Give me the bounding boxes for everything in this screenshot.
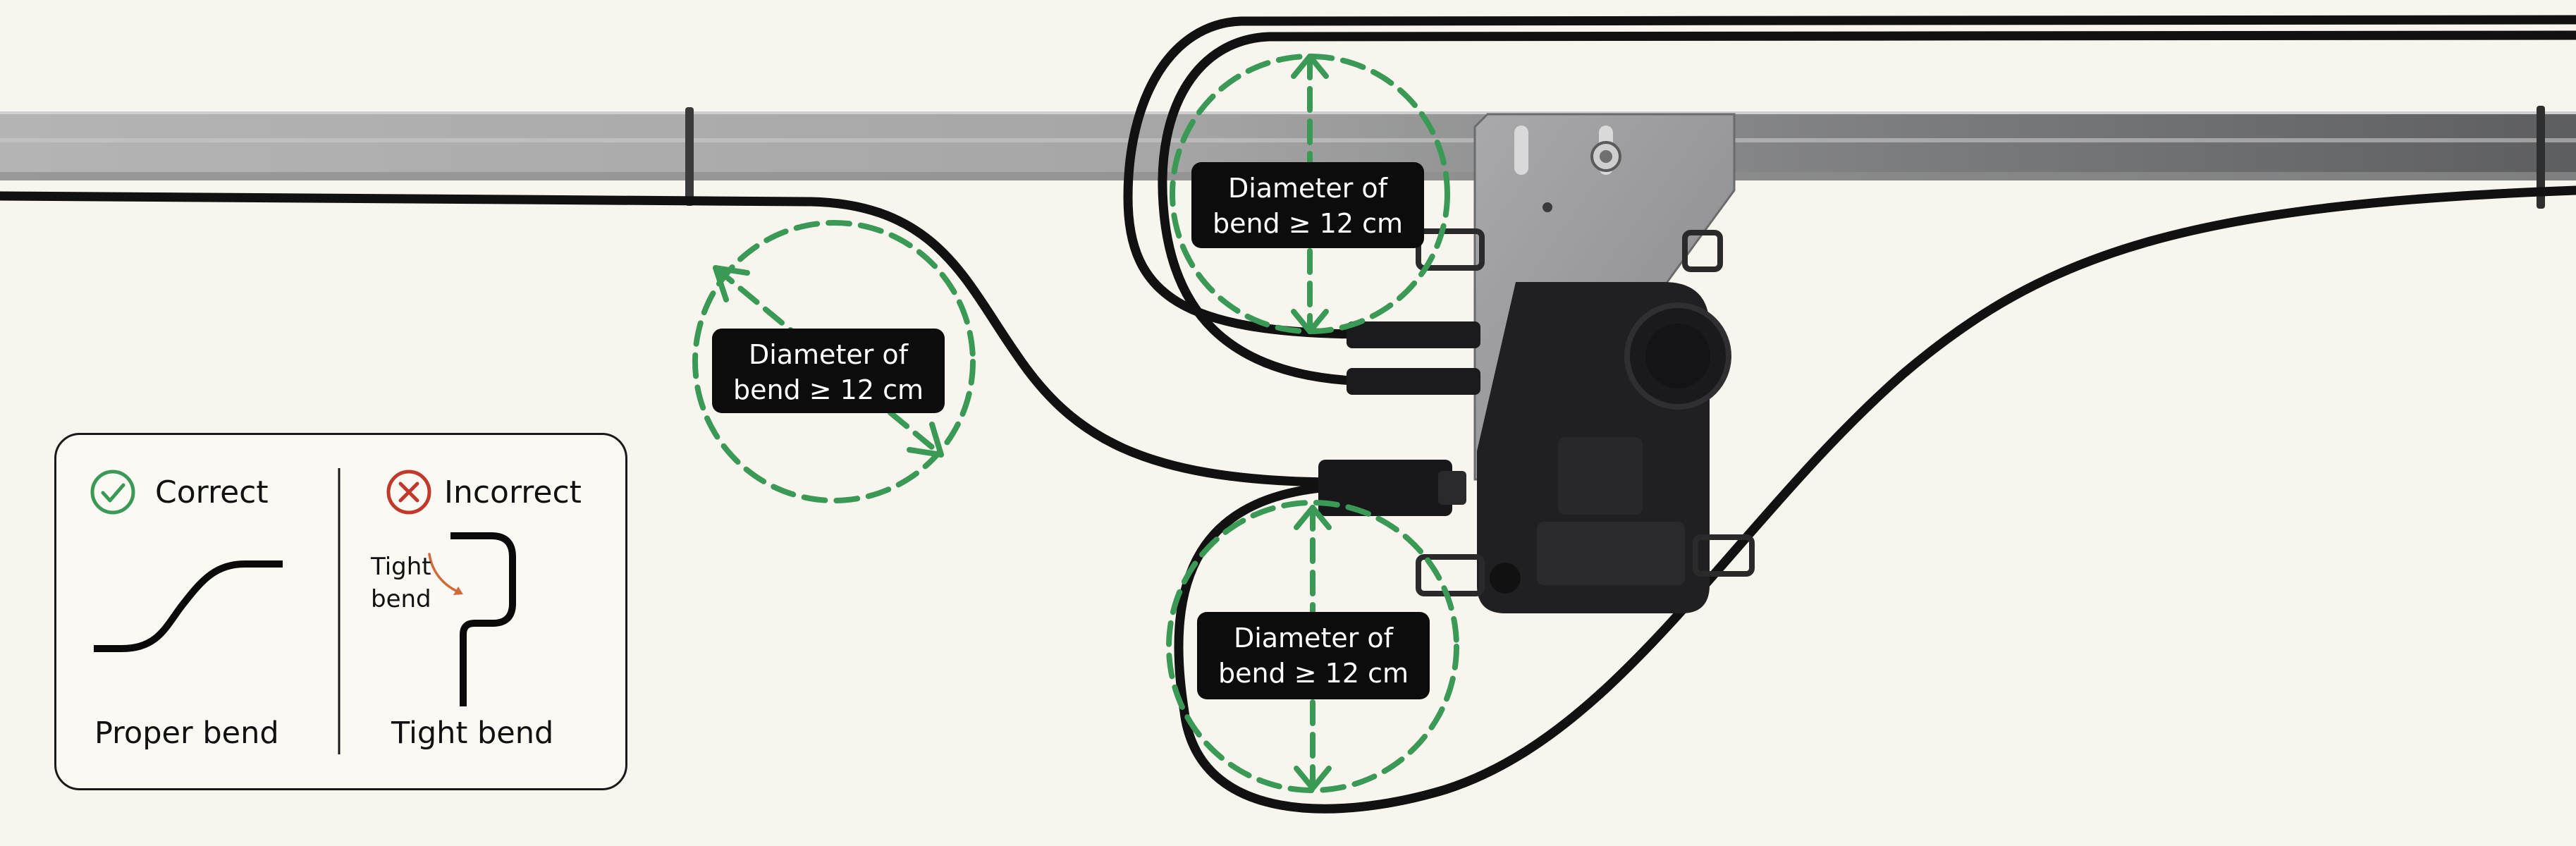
- tight-bend-annotation-line-2: bend: [371, 585, 431, 613]
- callout-line-1: Diameter of: [1227, 173, 1388, 204]
- callout-line-1: Diameter of: [1233, 623, 1394, 654]
- callout-line-2: bend ≥ 12 cm: [1218, 658, 1409, 689]
- cables: [0, 15, 2576, 814]
- x-circle-icon: [386, 470, 431, 515]
- callout-bend-diameter-bottom: Diameter of bend ≥ 12 cm: [1197, 612, 1430, 699]
- dc-cable-upper-1: [1123, 15, 2576, 339]
- callout-bend-diameter-top: Diameter of bend ≥ 12 cm: [1191, 162, 1424, 248]
- tight-bend-annotation-line-1: Tight: [371, 553, 431, 581]
- callout-line-2: bend ≥ 12 cm: [732, 374, 924, 405]
- cable-tie-left: [685, 107, 694, 206]
- diameter-arrowheads: [713, 54, 1332, 791]
- ac-cable-right: [1174, 185, 2576, 814]
- ac-cable-left: [0, 191, 1330, 487]
- tight-bend-arrow: [428, 553, 463, 595]
- proper-bend-shape: [94, 560, 283, 652]
- tight-bend-shape: [450, 532, 516, 706]
- legend-graphics: [90, 468, 516, 754]
- legend-correct-caption: Proper bend: [94, 716, 279, 751]
- cable-tie-right: [2537, 106, 2545, 209]
- legend-incorrect-label: Incorrect: [444, 474, 582, 510]
- callout-line-1: Diameter of: [748, 339, 909, 370]
- microinverter: [1318, 113, 1755, 613]
- callout-bend-diameter-left: Diameter of bend ≥ 12 cm: [712, 329, 945, 413]
- legend-incorrect-caption: Tight bend: [391, 716, 554, 751]
- dc-cable-upper-2: [1158, 30, 2576, 386]
- bend-guide-circle-left: [692, 220, 976, 503]
- callout-line-2: bend ≥ 12 cm: [1212, 208, 1404, 239]
- legend-correct-label: Correct: [155, 474, 269, 510]
- tight-bend-annotation: Tight bend: [371, 551, 431, 615]
- check-circle-icon: [90, 470, 135, 515]
- bend-legend: Correct Incorrect Tight bend Proper bend…: [54, 433, 627, 790]
